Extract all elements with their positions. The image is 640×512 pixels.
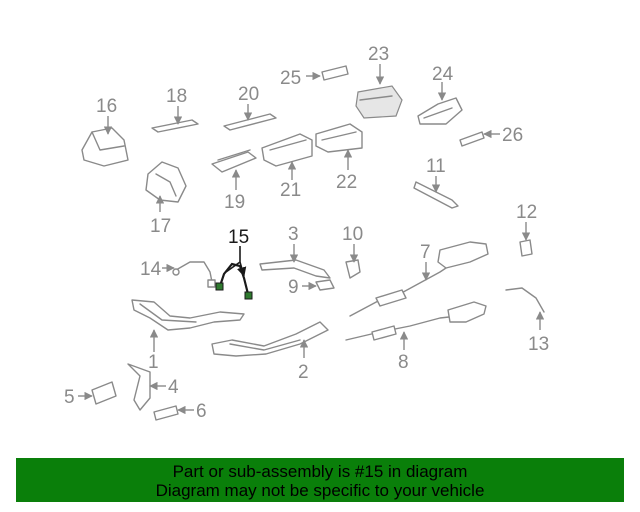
part-24-shield (417, 97, 463, 125)
part-4-bracket (127, 363, 151, 411)
callout-8: 8 (398, 352, 409, 373)
info-banner: Part or sub-assembly is #15 in diagram D… (16, 458, 624, 502)
leader-lines (78, 64, 545, 415)
callout-2: 2 (298, 362, 309, 383)
callout-16: 16 (96, 96, 117, 117)
callout-7: 7 (420, 242, 431, 263)
part-5-plate (91, 381, 117, 405)
part-25-clip (321, 65, 349, 81)
callout-10: 10 (342, 224, 363, 245)
part-23-shield (355, 85, 403, 119)
callout-19: 19 (224, 192, 245, 213)
part-26-clip (459, 131, 485, 147)
callout-15: 15 (228, 227, 249, 248)
callout-14: 14 (140, 259, 162, 280)
part-3-bracket (259, 259, 331, 279)
part-22-shield (315, 123, 363, 153)
part-2-converter-pipe (211, 321, 329, 357)
part-12-hanger (519, 239, 533, 257)
part-14-oxygen-sensor (172, 261, 216, 288)
part-1-front-pipe (131, 299, 245, 331)
callout-1: 1 (148, 352, 159, 373)
callout-18: 18 (166, 86, 187, 107)
callout-6: 6 (196, 401, 207, 422)
callout-21: 21 (280, 180, 301, 201)
callout-17: 17 (150, 216, 171, 237)
part-19-shield (211, 149, 257, 173)
callout-5: 5 (64, 387, 75, 408)
callout-11: 11 (426, 156, 446, 177)
callout-25: 25 (280, 68, 301, 89)
part-7-muffler-assembly (349, 241, 489, 317)
callout-26: 26 (502, 125, 523, 146)
part-18-bracket (151, 119, 199, 133)
part-20-shield (223, 113, 277, 131)
callout-20: 20 (238, 84, 259, 105)
part-13-bracket (505, 287, 545, 313)
callout-4: 4 (168, 377, 179, 398)
part-15-oxygen-sensor-highlighted (215, 262, 253, 300)
callout-22: 22 (336, 172, 357, 193)
part-17-heat-shield (145, 161, 187, 203)
callout-24: 24 (432, 64, 454, 85)
part-9-clamp (315, 279, 335, 291)
part-21-shield (261, 133, 313, 167)
callout-9: 9 (288, 277, 299, 298)
part-16-heat-shield (81, 127, 129, 167)
callout-12: 12 (516, 202, 537, 223)
parts-diagram: 1 2 3 4 5 6 7 8 9 10 11 12 13 14 15 16 1… (64, 44, 549, 422)
part-8-muffler-assembly (345, 301, 487, 341)
callout-23: 23 (368, 44, 389, 65)
banner-line-1: Part or sub-assembly is #15 in diagram (172, 462, 468, 481)
part-11-bracket (413, 181, 459, 209)
callout-labels: 1 2 3 4 5 6 7 8 9 10 11 12 13 14 15 16 1… (64, 44, 549, 422)
part-10-gasket (345, 259, 361, 279)
callout-13: 13 (528, 334, 549, 355)
callout-3: 3 (288, 224, 299, 245)
part-6-clip (153, 405, 179, 421)
banner-line-2: Diagram may not be specific to your vehi… (155, 481, 485, 500)
